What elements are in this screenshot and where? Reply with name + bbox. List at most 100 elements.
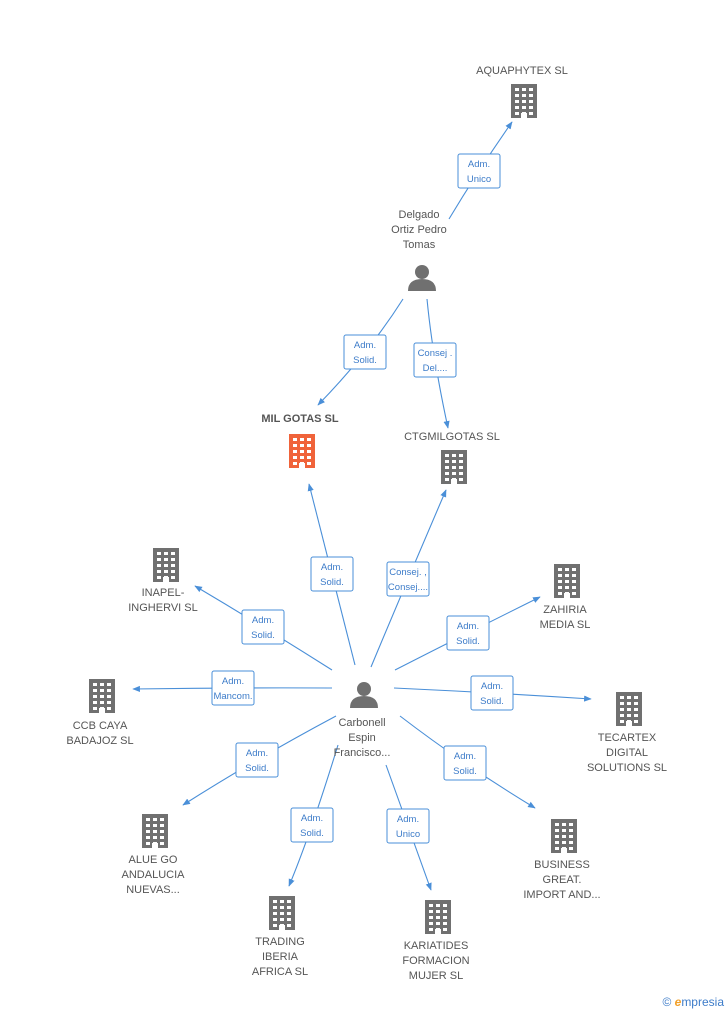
edge-label-carbonell-to-kariatides[interactable]: Adm.Unico (386, 808, 430, 844)
edge-label-text: Adm. (457, 621, 479, 632)
node-label-kariatides: MUJER SL (409, 970, 463, 982)
node-aluego[interactable]: ALUE GOANDALUCIANUEVAS... (122, 814, 186, 896)
node-label-business: BUSINESS (534, 859, 590, 871)
node-label-milgotas: MIL GOTAS SL (261, 413, 338, 425)
edge-label-text: Unico (467, 174, 491, 185)
building-icon (269, 896, 295, 930)
edge-label-text: Adm. (301, 813, 323, 824)
node-ctgmilgotas[interactable]: CTGMILGOTAS SL (404, 431, 500, 484)
edge-label-box (457, 153, 501, 189)
edge-label-delgado-to-aquaphytex[interactable]: Adm. Unico (457, 153, 501, 189)
node-label-delgado: Tomas (403, 239, 436, 251)
edge-label-text: Adm. (468, 159, 490, 170)
edge-label-text: Solid. (353, 355, 377, 366)
node-label-ccbcaya: CCB CAYA (73, 720, 128, 732)
node-label-trading: TRADING (255, 936, 305, 948)
edge-label-text: Adm. (354, 340, 376, 351)
building-icon (289, 434, 315, 468)
edge-label-carbonell-to-inapel[interactable]: Adm.Solid. (241, 609, 285, 645)
building-icon (89, 679, 115, 713)
building-icon (554, 564, 580, 598)
edge-label-text: Solid. (320, 577, 344, 588)
edge-label-delgado-to-ctgmilgotas[interactable]: Consej . Del.... (413, 342, 457, 378)
node-carbonell[interactable]: CarbonellEspinFrancisco... (334, 682, 391, 759)
building-icon (511, 84, 537, 118)
node-label-tecartex: TECARTEX (598, 732, 657, 744)
node-label-trading: IBERIA (262, 951, 299, 963)
node-label-business: IMPORT AND... (523, 889, 600, 901)
building-icon (441, 450, 467, 484)
node-ccbcaya[interactable]: CCB CAYA BADAJOZ SL (66, 679, 134, 747)
edge-label-box (211, 670, 255, 706)
node-label-aquaphytex: AQUAPHYTEX SL (476, 65, 568, 77)
edge-label-box (386, 561, 430, 597)
edge-label-box (470, 675, 514, 711)
edge-label-text: Solid. (245, 763, 269, 774)
node-label-zahiria: MEDIA SL (540, 619, 591, 631)
edge-label-text: Adm. (397, 814, 419, 825)
node-label-ccbcaya: BADAJOZ SL (66, 735, 133, 747)
building-icon (425, 900, 451, 934)
node-aquaphytex[interactable]: AQUAPHYTEX SL (476, 65, 568, 118)
edge-label-text: Solid. (456, 636, 480, 647)
edge-label-text: Mancom. (213, 691, 252, 702)
node-label-inapel: INGHERVI SL (128, 602, 198, 614)
node-label-carbonell: Carbonell (338, 717, 385, 729)
node-milgotas[interactable]: MIL GOTAS SL (261, 413, 339, 468)
edge-label-box (290, 807, 334, 843)
edge-label-text: Del.... (423, 363, 448, 374)
node-inapel[interactable]: INAPEL- INGHERVI SL (128, 548, 198, 614)
edge-label-carbonell-to-aluego[interactable]: Adm. Solid. (235, 742, 279, 778)
edge-label-delgado-to-milgotas[interactable]: Adm. Solid. (343, 334, 387, 370)
edge-label-box (241, 609, 285, 645)
node-label-ctgmilgotas: CTGMILGOTAS SL (404, 431, 500, 443)
edge-label-text: Consej. , (389, 567, 427, 578)
node-label-kariatides: FORMACION (402, 955, 469, 967)
edge-label-carbonell-to-zahiria[interactable]: Adm. Solid. (446, 615, 490, 651)
copyright-symbol: © (662, 995, 672, 1009)
edge-label-carbonell-to-milgotas[interactable]: Adm. Solid. (310, 556, 354, 592)
node-zahiria[interactable]: ZAHIRIA MEDIA SL (540, 564, 591, 631)
building-icon (551, 819, 577, 853)
node-label-inapel: INAPEL- (142, 587, 185, 599)
building-icon (142, 814, 168, 848)
building-icon (616, 692, 642, 726)
edge-label-box (310, 556, 354, 592)
edge-label-carbonell-to-business[interactable]: Adm.Solid. (443, 745, 487, 781)
person-icon (408, 265, 436, 291)
brand-initial: e (674, 995, 682, 1009)
edge-label-text: Consej . (418, 348, 453, 359)
edge-label-box (446, 615, 490, 651)
edge-label-carbonell-to-trading[interactable]: Adm. Solid. (290, 807, 334, 843)
edge-label-text: Adm. (246, 748, 268, 759)
edge-label-text: Adm. (321, 562, 343, 573)
person-icon (350, 682, 378, 708)
node-label-carbonell: Francisco... (334, 747, 391, 759)
brand-name: mpresia (681, 995, 724, 1009)
edge-label-box (235, 742, 279, 778)
node-label-delgado: Ortiz Pedro (391, 224, 447, 236)
edge-label-box (443, 745, 487, 781)
edge-label-carbonell-to-ctgmilgotas[interactable]: Consej. , Consej.... (386, 561, 430, 597)
edge-label-carbonell-to-tecartex[interactable]: Adm.Solid. (470, 675, 514, 711)
node-label-delgado: Delgado (399, 209, 440, 221)
building-icon (153, 548, 179, 582)
edge-label-text: Adm. (222, 676, 244, 687)
edge-label-text: Consej.... (388, 582, 428, 593)
edge-label-carbonell-to-ccbcaya[interactable]: Adm. Mancom. (211, 670, 255, 706)
edge-label-box (413, 342, 457, 378)
node-label-aluego: NUEVAS... (126, 884, 180, 896)
node-label-aluego: ANDALUCIA (122, 869, 186, 881)
node-label-tecartex: DIGITAL (606, 747, 648, 759)
edge-label-text: Adm. (252, 615, 274, 626)
edge-label-text: Solid. (300, 828, 324, 839)
node-label-zahiria: ZAHIRIA (543, 604, 587, 616)
